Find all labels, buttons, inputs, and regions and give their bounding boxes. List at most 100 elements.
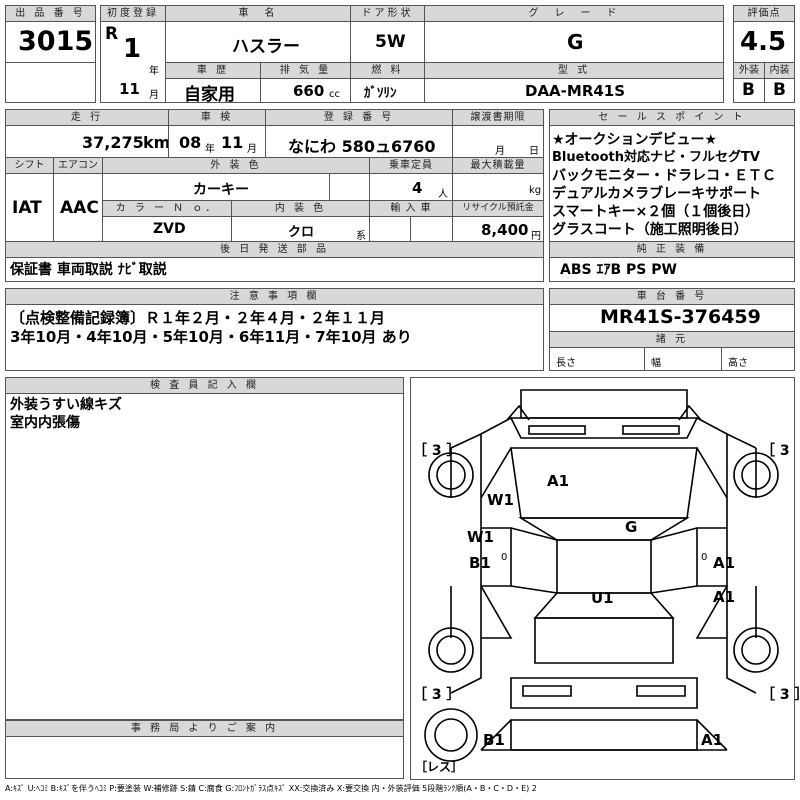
recycle-cell: 8,400 円 [452, 216, 544, 242]
first-reg-month-unit: 月 [149, 90, 159, 101]
mileage-value: 37,275 [82, 133, 144, 152]
chassis-no-header: 車 台 番 号 [549, 288, 795, 305]
recycle-header: リサイクル預託金 [452, 200, 544, 217]
exterior-rating: B [742, 80, 755, 100]
later-parts: 保証書 車両取説 ﾅﾋﾞ取説 [10, 262, 167, 278]
transfer-day-unit: 日 [529, 146, 539, 157]
max-load-unit: kg [529, 185, 542, 196]
capacity-unit: 人 [438, 189, 448, 200]
notes-header: 注 意 事 項 欄 [5, 288, 544, 305]
notes-box: 〔点検整備記録簿〕Ｒ１年２月・２年４月・２年１１月 3年10月・4年10月・5年… [5, 304, 544, 371]
legend: A:ｷｽﾞ U:ﾍｺﾐ B:ｷｽﾞを伴うﾍｺﾐ P:要塗装 W:補修跡 S:錆 … [5, 784, 537, 793]
sales-point-1: ★オークションデビュー★ [552, 132, 718, 148]
interior-header: 内装 [764, 62, 795, 79]
mark-hood: A1 [547, 472, 570, 490]
color-no-cell: ZVD [102, 216, 232, 242]
model-type-cell: DAA-MR41S [424, 78, 724, 103]
first-reg-year: 1 [123, 34, 142, 64]
shift-header: シフト [5, 157, 54, 174]
lot-number-cell: 3015 [5, 21, 96, 63]
small-zero-left: 0 [501, 552, 508, 563]
spec-length-cell: 長さ [549, 347, 645, 371]
shift-cell: IAT [5, 173, 54, 242]
specs-header: 諸 元 [549, 331, 795, 348]
inspection-month-unit: 月 [247, 144, 257, 155]
genuine-header: 純 正 装 備 [549, 241, 795, 258]
grade-cell: G [424, 21, 724, 63]
later-parts-header: 後 日 発 送 部 品 [5, 241, 544, 258]
office-header: 事 務 局 よ り ご 案 内 [5, 720, 404, 737]
reg-no-cell: なにわ 580ュ6760 [265, 125, 453, 158]
inspector-note-2: 室内内張傷 [10, 415, 80, 431]
rating-cell: 4.5 [733, 21, 795, 63]
aircon-cell: AAC [53, 173, 103, 242]
door-header: ドア形状 [350, 5, 425, 22]
tread-front-left: ［ 3 ］ [413, 443, 461, 459]
spec-height: 高さ [728, 358, 748, 369]
lot-number: 3015 [18, 26, 94, 57]
mark-fender-left: W1 [487, 491, 514, 509]
notes-line-2: 3年10月・4年10月・5年10月・6年11月・7年10月 あり [10, 328, 412, 346]
car-name: ハスラー [232, 37, 300, 57]
door-type: 5W [375, 32, 406, 52]
transfer-month-unit: 月 [495, 146, 505, 157]
capacity-cell: 4 人 [369, 173, 453, 201]
reg-no-header: 登 録 番 号 [265, 109, 453, 126]
mileage-unit: km [143, 133, 171, 152]
fuel-header: 燃 料 [350, 62, 425, 79]
sales-point-6: グラスコート（施工照明後日） [552, 222, 748, 238]
spec-width: 幅 [651, 358, 661, 369]
ext-color: カーキー [193, 182, 249, 198]
int-color-unit: 系 [356, 231, 366, 242]
capacity-value: 4 [412, 179, 423, 197]
later-parts-cell: 保証書 車両取説 ﾅﾋﾞ取説 [5, 257, 544, 282]
mark-rear-bumper-right: A1 [701, 731, 724, 749]
inspection-year-unit: 年 [205, 144, 215, 155]
inspector-header: 検 査 員 記 入 欄 [5, 377, 404, 394]
mark-front-door-left: W1 [467, 528, 494, 546]
sales-point-2: Bluetooth対応ナビ・フルセグTV [552, 150, 760, 165]
transfer-header: 譲渡書期限 [452, 109, 544, 126]
damage-diagram: ［ 3 ］ ［ 3 ［ 3 ］ ［ 3 ］ A1 W1 W1 B1 G A1 A… [410, 377, 800, 780]
mileage-cell: 37,275 km [5, 125, 171, 158]
history-cell: 自家用 [165, 78, 261, 105]
inspection-month: 11 [221, 133, 244, 152]
spec-height-cell: 高さ [721, 347, 795, 371]
car-name-header: 車 名 [165, 5, 351, 22]
mark-rear-door-right: A1 [713, 588, 736, 606]
less-label: ［レス］ [415, 760, 464, 774]
first-reg-cell: R 1 年 11 月 [100, 21, 166, 103]
max-load-header: 最大積載量 [452, 157, 544, 174]
transfer-cell: 月 日 [452, 125, 544, 158]
mark-rear-bumper-left: B1 [483, 731, 505, 749]
chassis-no-cell: MR41S-376459 [549, 304, 795, 332]
first-reg-year-unit: 年 [149, 66, 159, 77]
exterior-header: 外装 [733, 62, 765, 79]
int-color-cell: クロ 系 [231, 216, 370, 242]
ext-color-cell: カーキー [102, 173, 330, 201]
aircon: AAC [60, 198, 99, 218]
genuine-equipment: ABS ｴｱB PS PW [560, 262, 677, 278]
sales-point-5: スマートキー×２個（１個後日） [552, 204, 760, 220]
displacement-value: 660 [293, 82, 325, 100]
first-reg-header: 初度登録 [100, 5, 166, 22]
inspection-year: 08 [179, 133, 202, 152]
fuel: ｶﾞｿﾘﾝ [364, 86, 397, 101]
car-outline-svg [424, 389, 779, 762]
mark-rear-door-left: B1 [469, 554, 491, 572]
displacement-cell: 660 cc [260, 78, 351, 103]
inspection-cell: 08 年 11 月 [168, 125, 266, 158]
capacity-header: 乗車定員 [369, 157, 453, 174]
genuine-cell: ABS ｴｱB PS PW [549, 257, 795, 282]
color-no: ZVD [153, 221, 186, 237]
color-no-header: カ ラ ー Ｎ ｏ． [102, 200, 232, 217]
mark-trunk: U1 [591, 589, 614, 607]
exterior-rating-cell: B [733, 78, 765, 103]
import-header: 輸 入 車 [369, 200, 453, 217]
sales-point-3: バックモニター・ドラレコ・ＥＴＣ [552, 168, 776, 184]
spec-length: 長さ [556, 358, 576, 369]
rating-score: 4.5 [740, 27, 787, 57]
sales-points-box: ★オークションデビュー★ Bluetooth対応ナビ・フルセグTV バックモニタ… [549, 125, 795, 242]
history: 自家用 [184, 85, 235, 105]
interior-rating-cell: B [764, 78, 795, 103]
